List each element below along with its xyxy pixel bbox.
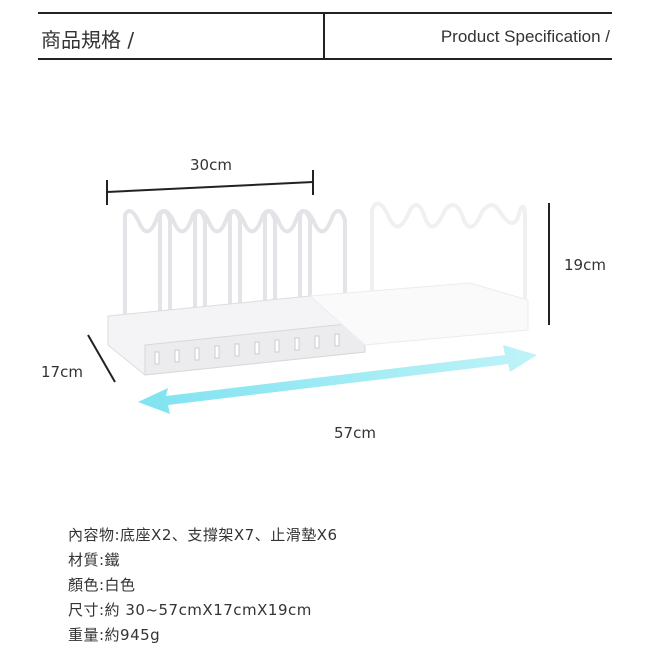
dimension-19cm: 19cm (564, 256, 606, 274)
rack-bases (107, 282, 529, 376)
spec-size: 尺寸:約 30~57cmX17cmX19cm (68, 601, 312, 619)
dimension-57cm: 57cm (334, 424, 376, 442)
spec-color: 顏色:白色 (68, 576, 136, 594)
title-chinese: 商品規格 / (41, 28, 135, 52)
rack-slots (154, 333, 340, 365)
spec-contents: 內容物:底座X2、支撐架X7、止滑墊X6 (68, 526, 338, 544)
dimension-30cm-line (106, 170, 314, 205)
dimension-30cm: 30cm (190, 156, 232, 174)
spec-weight: 重量:約945g (68, 626, 161, 644)
dimension-17cm-line (87, 334, 116, 383)
rack-wires (123, 201, 527, 330)
spec-material: 材質:鐵 (68, 551, 121, 569)
header-divider (323, 13, 325, 59)
bottom-divider (38, 58, 612, 60)
spec-list: 內容物:底座X2、支撐架X7、止滑墊X6 材質:鐵 顏色:白色 尺寸:約 30~… (68, 523, 338, 648)
top-divider (38, 12, 612, 14)
dimension-17cm: 17cm (41, 363, 83, 381)
width-range-arrow (138, 345, 537, 414)
title-english: Product Specification / (440, 27, 610, 46)
